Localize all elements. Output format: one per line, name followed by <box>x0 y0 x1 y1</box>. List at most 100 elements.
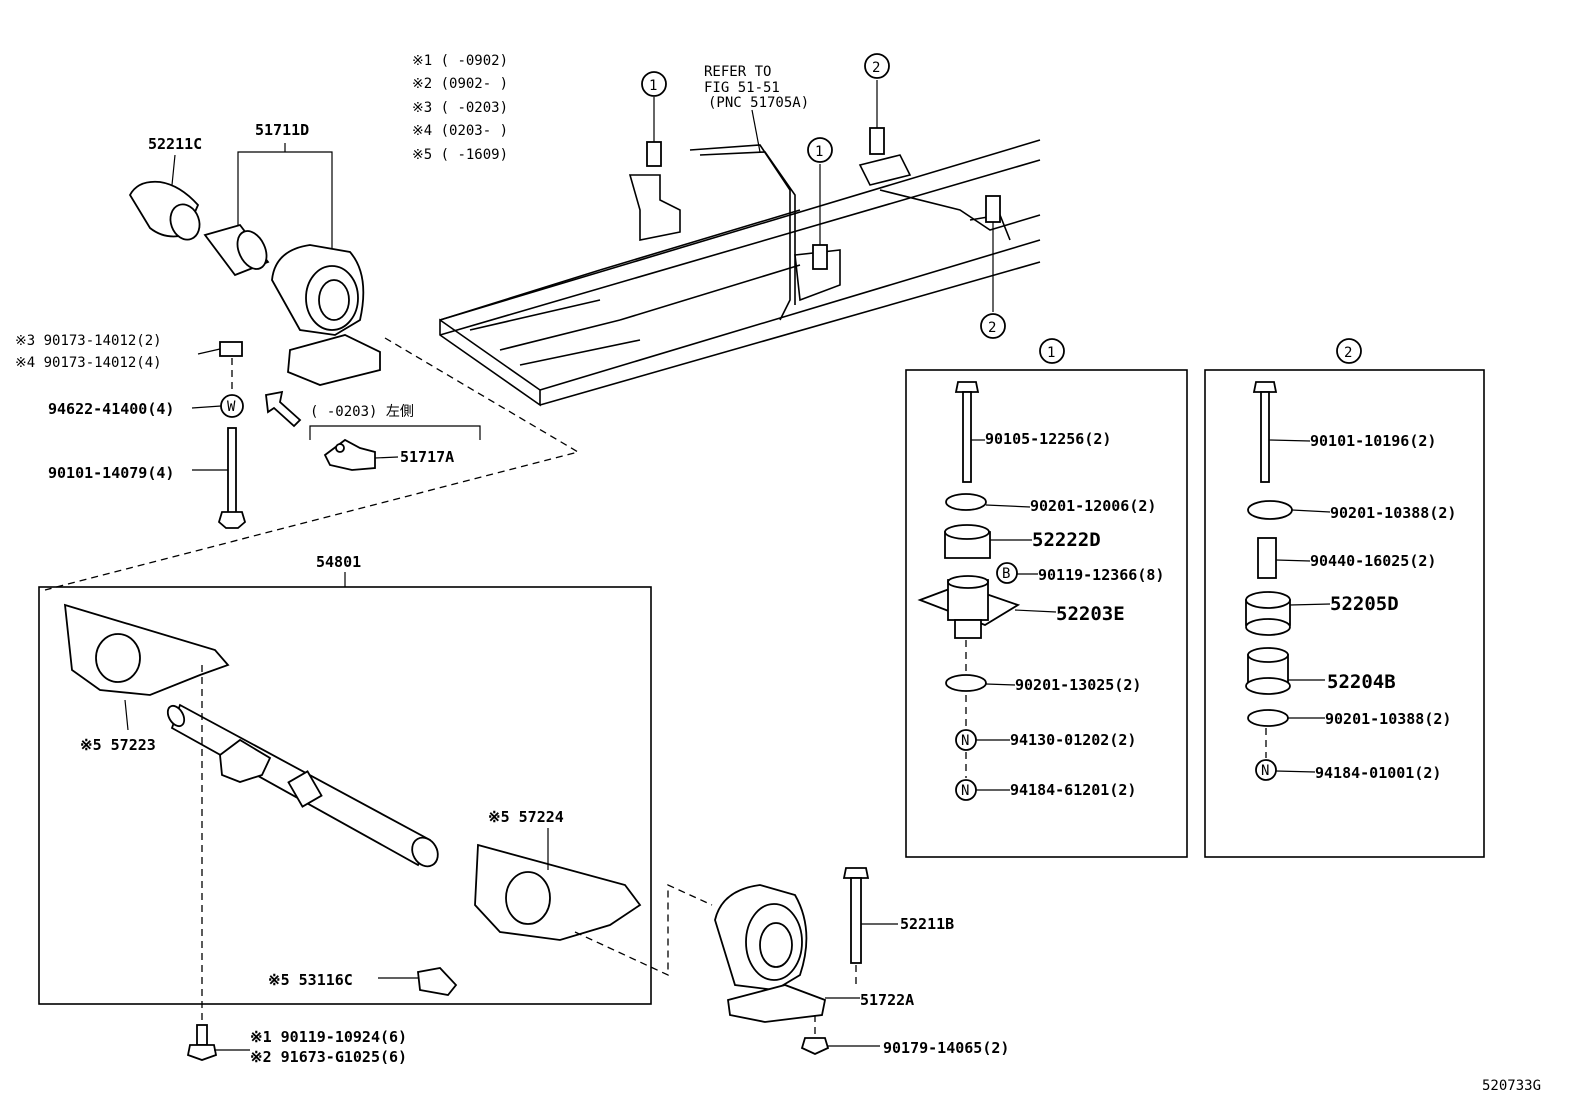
cushion-52203e[interactable] <box>917 575 1021 639</box>
label-57224[interactable]: ※5 57224 <box>488 808 564 826</box>
frame-mount-stud-4 <box>985 195 1001 223</box>
mount-bracket-51722a[interactable] <box>714 884 827 1023</box>
label-52211c[interactable]: 52211C <box>148 135 202 153</box>
bracket-57223[interactable] <box>63 603 230 696</box>
frame-callouts: 1 1 2 2 <box>641 53 1006 339</box>
box1-callout <box>1039 338 1065 364</box>
cushion-52205d[interactable] <box>1245 591 1291 636</box>
washer-90201-10388-b[interactable] <box>1247 709 1289 727</box>
callout-1-a-label: 1 <box>649 78 657 94</box>
clip-53116c[interactable] <box>417 967 458 996</box>
bracket-57224[interactable] <box>474 843 642 941</box>
nut-90173[interactable] <box>219 341 243 357</box>
frame-mount-stud-2 <box>812 244 828 270</box>
nut-n3-label: N <box>1261 763 1269 779</box>
box2-parts: 90101-10196(2) 90201-10388(2) 90440-1602… <box>1245 381 1456 782</box>
label-51717a[interactable]: 51717A <box>400 448 454 466</box>
crossmember-pipe[interactable] <box>164 703 442 871</box>
bolt-90105[interactable] <box>962 391 972 483</box>
label-90105[interactable]: 90105-12256(2) <box>985 430 1111 448</box>
label-52222d[interactable]: 52222D <box>1032 529 1101 551</box>
washer-w-label: W <box>227 399 236 415</box>
frame-mount-stud-3 <box>869 127 885 155</box>
label-90119-10924[interactable]: ※1 90119-10924(6) <box>250 1028 407 1046</box>
bolt-90101-10196[interactable] <box>1260 391 1270 483</box>
callout-1-b <box>807 137 833 163</box>
washer-90201-12006[interactable] <box>945 493 987 511</box>
refer-line-1: REFER TO <box>704 64 771 80</box>
label-94130[interactable]: 94130-01202(2) <box>1010 731 1136 749</box>
note-1: ※1 ( -0902) <box>412 53 508 69</box>
bolt-52211b[interactable] <box>842 867 870 964</box>
washer-90201-13025[interactable] <box>945 674 987 692</box>
label-90179[interactable]: 90179-14065(2) <box>883 1039 1009 1057</box>
callout-2-a-label: 2 <box>872 60 880 76</box>
frame-mount-stud-1 <box>646 141 662 167</box>
box1-parts: 90105-12256(2) 90201-12006(2) 52222D B 9… <box>917 381 1164 801</box>
note-2: ※2 (0902- ) <box>412 76 508 92</box>
lh-arrow-icon <box>265 390 302 428</box>
note-3: ※3 ( -0203) <box>412 100 508 116</box>
b-callout-label: B <box>1002 566 1010 582</box>
spacer-sleeve[interactable] <box>203 223 272 277</box>
label-90101-10196[interactable]: 90101-10196(2) <box>1310 432 1436 450</box>
callout-2-b <box>980 313 1006 339</box>
box2-frame <box>1204 369 1485 858</box>
label-52204b[interactable]: 52204B <box>1327 671 1396 693</box>
callout-2-a <box>864 53 890 79</box>
label-90101-14079[interactable]: 90101-14079(4) <box>48 464 174 482</box>
upper-mount-assembly: 52211C 51711D ※3 90173-14012(2) ※4 90173… <box>15 121 580 591</box>
label-52211b[interactable]: 52211B <box>900 915 954 933</box>
bolt-head-90101 <box>1252 381 1278 393</box>
cab-mount-bracket-51711d[interactable] <box>271 244 381 386</box>
label-90119-12366[interactable]: 90119-12366(8) <box>1038 566 1164 584</box>
lh-note: ( -0203) 左側 <box>310 404 414 420</box>
bracket-51717a[interactable] <box>323 438 376 471</box>
washer-90201-10388-a[interactable] <box>1247 500 1293 520</box>
refer-note[interactable]: REFER TO FIG 51-51 (PNC 51705A) <box>704 64 809 153</box>
label-94184-01001[interactable]: 94184-01001(2) <box>1315 764 1441 782</box>
box1-header: 1 <box>1047 345 1055 361</box>
label-54801[interactable]: 54801 <box>316 553 361 571</box>
nut-n2-label: N <box>961 783 969 799</box>
label-51711d[interactable]: 51711D <box>255 121 309 139</box>
note-5: ※5 ( -1609) <box>412 147 508 163</box>
nut-n3-icon[interactable] <box>1255 759 1277 781</box>
crossmember-assembly: ※5 57223 ※5 57224 ※5 53116C <box>63 603 713 1025</box>
label-52205d[interactable]: 52205D <box>1330 593 1399 615</box>
frame-illustration <box>439 80 1041 407</box>
label-90201-13025[interactable]: 90201-13025(2) <box>1015 676 1141 694</box>
label-94184-61201[interactable]: 94184-61201(2) <box>1010 781 1136 799</box>
cushion-52204b[interactable] <box>1245 647 1291 695</box>
label-94622[interactable]: 94622-41400(4) <box>48 400 174 418</box>
refer-line-2: FIG 51-51 <box>704 80 780 96</box>
collar-52211c[interactable] <box>128 180 204 244</box>
label-53116c[interactable]: ※5 53116C <box>268 971 353 989</box>
box2-callout <box>1336 338 1362 364</box>
label-91673-g1025[interactable]: ※2 91673-G1025(6) <box>250 1048 407 1066</box>
box1-frame <box>905 369 1188 858</box>
bolt-90101-14079[interactable] <box>227 427 237 514</box>
bottom-bolt-group[interactable] <box>186 1024 218 1061</box>
applicability-notes: ※1 ( -0902) ※2 (0902- ) ※3 ( -0203) ※4 (… <box>412 53 508 163</box>
callout-1-b-label: 1 <box>815 144 823 160</box>
callout-2-b-label: 2 <box>988 320 996 336</box>
label-90173-3[interactable]: ※3 90173-14012(2) <box>15 333 162 349</box>
label-90173-4[interactable]: ※4 90173-14012(4) <box>15 355 162 371</box>
label-57223[interactable]: ※5 57223 <box>80 736 156 754</box>
box2-header: 2 <box>1344 345 1352 361</box>
label-90201-10388-a[interactable]: 90201-10388(2) <box>1330 504 1456 522</box>
label-52203e[interactable]: 52203E <box>1056 603 1125 625</box>
label-90201-12006[interactable]: 90201-12006(2) <box>1030 497 1156 515</box>
label-90201-10388-b[interactable]: 90201-10388(2) <box>1325 710 1451 728</box>
note-4: ※4 (0203- ) <box>412 123 508 139</box>
collar-90440[interactable] <box>1257 537 1277 579</box>
bolt-head <box>217 511 247 529</box>
label-51722a[interactable]: 51722A <box>860 991 914 1009</box>
figure-id: 520733G <box>1482 1078 1541 1094</box>
b-callout-icon <box>996 562 1018 584</box>
label-90440[interactable]: 90440-16025(2) <box>1310 552 1436 570</box>
refer-line-3: (PNC 51705A) <box>708 95 809 111</box>
nut-90179[interactable] <box>800 1037 830 1055</box>
